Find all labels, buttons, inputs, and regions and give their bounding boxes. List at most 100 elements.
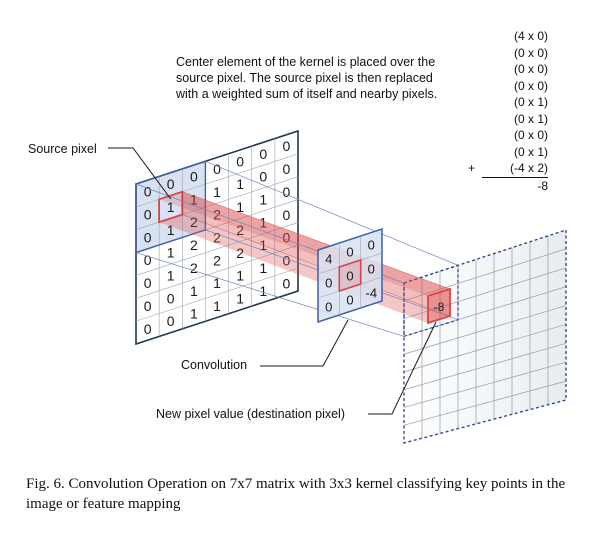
- input-cell-value: 0: [283, 138, 291, 154]
- convolution-pointer: [260, 319, 349, 367]
- input-cell-value: 0: [213, 161, 221, 177]
- input-cell-value: 0: [283, 253, 291, 269]
- destination-pixel-label: New pixel value (destination pixel): [156, 407, 345, 421]
- input-cell-value: 1: [167, 222, 175, 238]
- input-cell-value: 1: [190, 283, 198, 299]
- output-grid-line: [403, 248, 567, 302]
- input-matrix: 0000000011110001221100122210012221000111…: [135, 129, 299, 346]
- input-cell-value: 0: [259, 146, 267, 162]
- projection-line: [135, 252, 405, 337]
- description-line: source pixel. The source pixel is then r…: [176, 71, 433, 85]
- input-cell-value: 1: [167, 268, 175, 284]
- pointer-lines: [108, 147, 437, 415]
- calc-term: (-4 x 2): [509, 161, 548, 175]
- calc-term: (0 x 0): [513, 45, 548, 60]
- output-pixel: [427, 287, 451, 325]
- input-cell-value: 0: [144, 321, 152, 337]
- input-cell-value: 1: [236, 268, 244, 284]
- output-grid-line: [403, 380, 567, 426]
- input-window-outline: [135, 160, 207, 254]
- output-grid: [403, 229, 567, 444]
- output-plane: [404, 230, 566, 443]
- kernel-cell-value: 4: [325, 252, 332, 267]
- input-grid-line: [135, 267, 299, 322]
- figure-caption: Fig. 6. Convolution Operation on 7x7 mat…: [26, 476, 566, 512]
- input-cell-value: 1: [190, 306, 198, 322]
- input-cell-value: 1: [236, 176, 244, 192]
- output-pixel-value: -8: [434, 300, 445, 314]
- kernel-cell-value: 0: [346, 269, 353, 284]
- input-cell-value: 0: [190, 169, 198, 185]
- kernel-cell-value: -4: [366, 286, 378, 301]
- input-cell-value: 0: [259, 169, 267, 185]
- input-cell-value: 0: [283, 230, 291, 246]
- output-grid-line: [403, 342, 567, 391]
- description-line: with a weighted sum of itself and nearby…: [176, 87, 438, 101]
- input-cell-value: 2: [236, 222, 244, 238]
- input-cell-value: 0: [283, 161, 291, 177]
- input-cell-value: 1: [236, 199, 244, 215]
- output-grid-line: [403, 324, 567, 373]
- projection-line: [205, 160, 459, 266]
- input-cell-value: 0: [167, 313, 175, 329]
- calc-term: (0 x 1): [513, 95, 548, 109]
- input-cell-value: 0: [167, 176, 175, 192]
- kernel-cell-value: 0: [325, 300, 332, 315]
- input-cell-value: 2: [190, 214, 198, 230]
- calc-result: -8: [537, 178, 548, 193]
- input-cell-value: 0: [144, 275, 152, 291]
- input-cell-value: 2: [236, 245, 244, 261]
- input-cell-value: 0: [144, 184, 152, 200]
- beam-side: [181, 191, 451, 317]
- calc-term-last: + (-4 x 2): [468, 160, 548, 177]
- output-grid-line: [403, 305, 567, 355]
- input-cell-value: 1: [259, 260, 267, 276]
- input-cell-value: 1: [213, 298, 221, 314]
- kernel-center-outline: [338, 258, 362, 293]
- calc-term: (4 x 0): [513, 29, 548, 43]
- diagram-canvas: 0000000011110001221100122210012221000111…: [108, 129, 567, 444]
- input-window-fill: [136, 161, 206, 253]
- kernel-cell-value: 0: [325, 276, 332, 291]
- input-grid-line: [135, 222, 299, 276]
- input-cell-value: 0: [236, 153, 244, 169]
- input-cell-value: 1: [213, 275, 221, 291]
- convolution-diagram: 0000000011110001221100122210012221000111…: [28, 28, 567, 444]
- calculation: (4 x 0) (0 x 0) (0 x 0) (0 x 0) (0 x 1) …: [468, 28, 548, 194]
- input-cell-value: 0: [283, 275, 291, 291]
- calc-term: (0 x 0): [513, 62, 548, 76]
- calc-term: (0 x 1): [513, 111, 548, 126]
- kernel-cell-value: 0: [368, 262, 375, 277]
- input-cell-value: 2: [190, 260, 198, 276]
- output-window: [403, 264, 459, 338]
- source-pixel-label: Source pixel: [28, 142, 97, 156]
- input-cell-value: 0: [283, 207, 291, 223]
- input-cell-value: 2: [190, 237, 198, 253]
- input-cell-value: 2: [213, 252, 221, 268]
- calc-term: (0 x 1): [513, 144, 548, 159]
- calc-term: (0 x 0): [513, 128, 548, 142]
- calc-rule: [482, 176, 548, 178]
- input-cell-value: 1: [259, 192, 267, 208]
- description-text: Center element of the kernel is placed o…: [176, 54, 476, 102]
- kernel-cell-value: 0: [346, 245, 353, 260]
- convolution-label: Convolution: [181, 358, 248, 372]
- input-cell-value: 2: [213, 230, 221, 246]
- input-cell-value: 1: [259, 283, 267, 299]
- input-cell-value: 0: [144, 229, 152, 245]
- input-cell-value: 0: [144, 207, 152, 223]
- input-cell-value: 1: [167, 199, 175, 215]
- input-grid-line: [135, 245, 299, 299]
- input-cell-value: 1: [167, 245, 175, 261]
- output-grid-line: [403, 361, 567, 408]
- input-cell-value: 1: [259, 214, 267, 230]
- input-cell-value: 0: [167, 290, 175, 306]
- destination-pointer: [368, 321, 437, 415]
- input-cell-value: 0: [144, 252, 152, 268]
- description-line: Center element of the kernel is placed o…: [176, 55, 436, 69]
- input-cell-value: 1: [236, 291, 244, 307]
- calc-term: (0 x 0): [513, 78, 548, 93]
- input-cell-value: 0: [144, 298, 152, 314]
- calc-operator: +: [468, 161, 476, 175]
